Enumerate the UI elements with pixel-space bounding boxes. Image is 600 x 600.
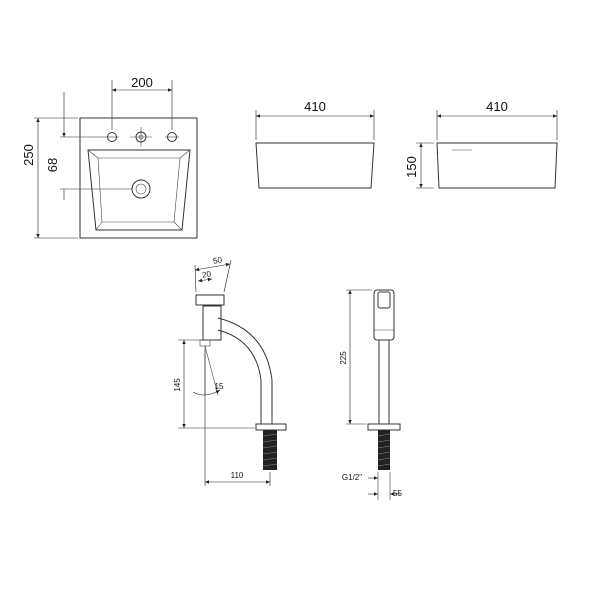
- dim-faucet-height: 145: [173, 378, 182, 392]
- sink-top-outline: [79, 117, 198, 239]
- sink-front-view: 410: [255, 99, 375, 189]
- faucet-lever: [195, 294, 225, 306]
- dim-side-height: 150: [404, 156, 419, 178]
- sink-top-view: 200 250 68: [21, 75, 198, 239]
- dim-faucet-front-height: 225: [339, 351, 348, 365]
- faucet-spout-inner: [217, 329, 262, 424]
- sink-side-outline: [436, 142, 558, 189]
- faucet-thread: [263, 430, 277, 470]
- dim-hole-spacing: 200: [131, 75, 153, 90]
- dim-faucet-reach: 110: [231, 471, 244, 480]
- faucet-base: [255, 423, 287, 431]
- dim-faucet-top: 50: [212, 255, 223, 266]
- dim-hole-offset: 68: [45, 158, 60, 172]
- dim-faucet-lever: 20: [201, 269, 212, 280]
- sink-bowl-outer: [87, 149, 191, 231]
- faucet-front-view: 225 G1/2" 55: [339, 289, 402, 500]
- thread-size-label: G1/2": [342, 473, 362, 482]
- dim-side-width: 410: [486, 99, 508, 114]
- dim-faucet-angle: 15: [215, 382, 224, 391]
- faucet-front-head: [373, 289, 395, 341]
- drain-outer: [131, 179, 151, 199]
- sink-side-view: 410 150: [404, 99, 558, 189]
- dim-faucet-base: 55: [393, 489, 402, 498]
- dim-sink-depth: 250: [21, 144, 36, 166]
- dim-front-width: 410: [304, 99, 326, 114]
- drain-inner: [135, 183, 147, 195]
- sink-bowl-inner: [97, 157, 181, 223]
- faucet-front-lever: [377, 291, 391, 309]
- faucet-head: [202, 305, 222, 341]
- faucet-spout-outer: [217, 317, 273, 424]
- faucet-front-thread: [378, 430, 390, 470]
- sink-front-outline: [255, 142, 375, 189]
- faucet-front-base: [367, 423, 401, 431]
- faucet-side-view: 50 20 145 15 110: [173, 255, 287, 486]
